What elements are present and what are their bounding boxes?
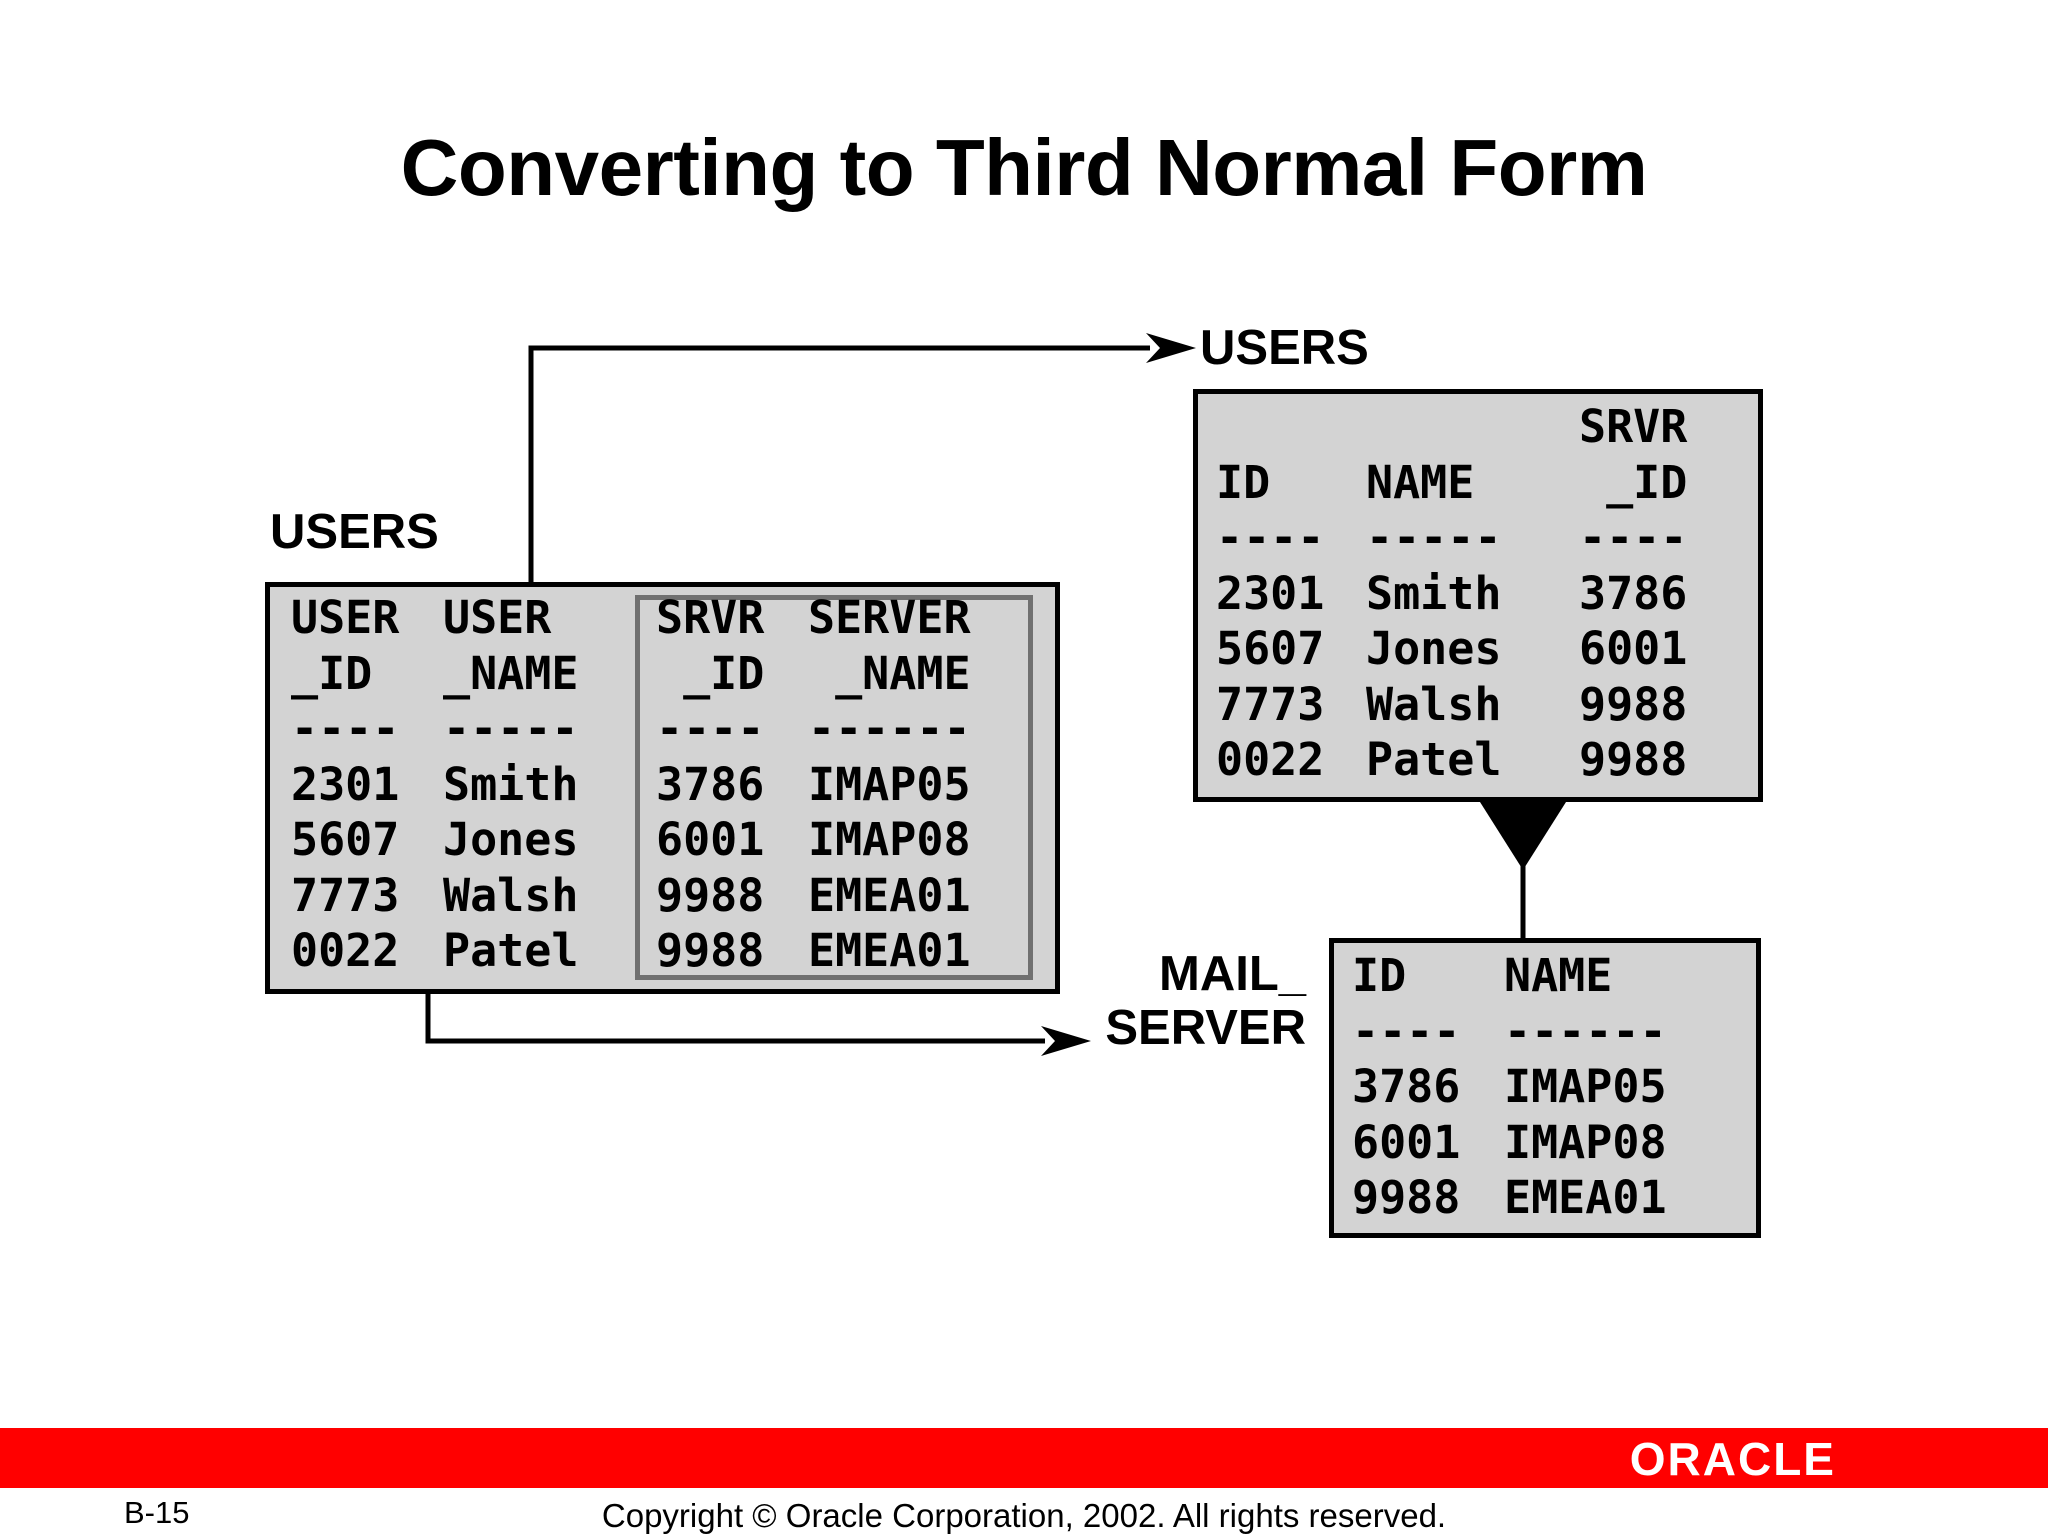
table-cell: 6001 <box>656 813 765 866</box>
server-columns-highlight <box>635 595 1033 980</box>
column-header: ID <box>1216 455 1271 509</box>
users-label: USERS <box>1200 321 1369 375</box>
column-header <box>1216 399 1324 455</box>
column-underline: ---- <box>291 702 400 755</box>
column-underline: ---- <box>1352 1004 1461 1058</box>
table-cell: 9988 <box>656 868 765 922</box>
table-cell: 3786 <box>1579 566 1688 620</box>
table-cell: IMAP05 <box>1504 1060 1667 1113</box>
footer-bar <box>0 1428 2048 1488</box>
table-cell: Smith <box>443 757 579 811</box>
arrow-to-users-head <box>1146 333 1196 363</box>
table-cell: Smith <box>1366 566 1502 620</box>
table-cell: 3786 <box>1352 1060 1461 1113</box>
table-cell: IMAP08 <box>808 813 971 866</box>
table-cell: 3786 <box>656 757 765 811</box>
table-cell: Walsh <box>443 868 579 922</box>
arrow-to-mail-server <box>425 992 1045 1044</box>
arrow-to-users <box>528 345 1150 582</box>
column-header: _ID <box>291 646 373 700</box>
relationship-crows-foot <box>1480 802 1566 870</box>
column-underline: ----- <box>1366 511 1502 564</box>
arrow-to-mail-server-head <box>1041 1026 1091 1056</box>
column-header: _ID <box>1579 455 1688 509</box>
table-cell: 2301 <box>1216 566 1325 620</box>
table-cell: 6001 <box>1352 1115 1461 1169</box>
column-header: SRVR <box>1579 400 1688 453</box>
table-cell: 5607 <box>291 813 400 866</box>
column-underline: ------ <box>808 702 971 755</box>
copyright-notice: Copyright © Oracle Corporation, 2002. Al… <box>601 1497 1447 1534</box>
page-number: B-15 <box>124 1495 190 1530</box>
table-cell: Jones <box>1366 622 1502 675</box>
table-cell: EMEA01 <box>808 924 971 977</box>
table-cell: IMAP05 <box>808 757 971 811</box>
column-header: NAME <box>1366 455 1475 509</box>
column-header <box>1366 399 1501 455</box>
users-table <box>1193 389 1763 802</box>
column-header: USER <box>443 591 552 644</box>
column-header: SERVER <box>808 591 971 644</box>
mail-server-table <box>1329 938 1761 1238</box>
table-cell: 2301 <box>291 757 400 811</box>
table-cell: 5607 <box>1216 622 1325 675</box>
column-header: NAME <box>1504 949 1613 1002</box>
column-underline: ---- <box>1579 511 1688 564</box>
oracle-logo: ORACLE <box>1629 1433 1836 1485</box>
left-users-label: USERS <box>270 505 439 559</box>
slide-title: Converting to Third Normal Form <box>400 123 1648 212</box>
table-cell: 9988 <box>656 924 765 977</box>
table-cell: 9988 <box>1352 1171 1461 1224</box>
column-underline: ---- <box>656 702 765 755</box>
table-cell: Jones <box>443 813 579 866</box>
table-cell: 7773 <box>291 868 400 922</box>
table-cell: Patel <box>1366 733 1502 786</box>
column-header: _NAME <box>808 646 971 700</box>
table-cell: Patel <box>443 924 579 977</box>
table-cell: 0022 <box>291 924 400 977</box>
table-cell: 7773 <box>1216 677 1325 731</box>
table-cell: EMEA01 <box>1504 1171 1667 1224</box>
column-header: _NAME <box>443 646 579 700</box>
left-users-table <box>265 582 1060 994</box>
column-header: ID <box>1352 949 1407 1002</box>
table-cell: EMEA01 <box>808 868 971 922</box>
table-cell: Walsh <box>1366 677 1502 731</box>
column-header: _ID <box>656 646 765 700</box>
column-header: SRVR <box>656 591 765 644</box>
column-header: USER <box>291 591 400 644</box>
column-underline: ----- <box>443 702 579 755</box>
table-cell: IMAP08 <box>1504 1115 1667 1169</box>
column-underline: ------ <box>1504 1004 1667 1058</box>
table-cell: 6001 <box>1579 622 1688 675</box>
column-underline: ---- <box>1216 511 1325 564</box>
mail-server-label: MAIL_ SERVER <box>1105 947 1306 1055</box>
table-cell: 9988 <box>1579 677 1688 731</box>
table-cell: 0022 <box>1216 733 1325 786</box>
table-cell: 9988 <box>1579 733 1688 786</box>
